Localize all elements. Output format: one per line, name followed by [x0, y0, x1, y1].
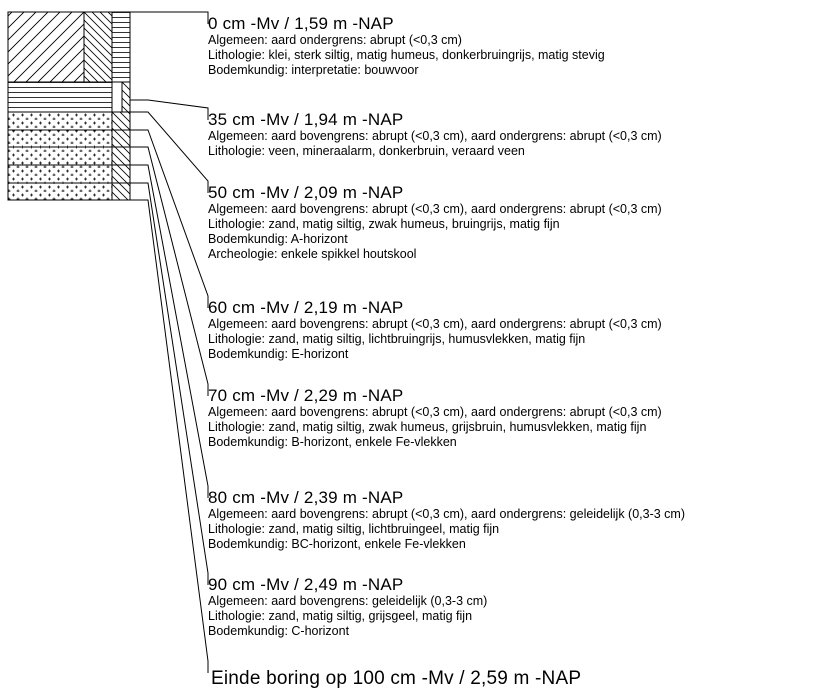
- connector-line: [130, 100, 208, 120]
- layer-depth-heading: 60 cm -Mv / 2,19 m -NAP: [208, 298, 833, 317]
- layer-sand-b: [8, 147, 130, 165]
- layer-depth-heading: 90 cm -Mv / 2,49 m -NAP: [208, 575, 833, 594]
- layer-lithology-line: Lithologie: zand, matig siltig, lichtbru…: [208, 332, 833, 347]
- connector-line: [130, 130, 208, 308]
- layer-general-line: Algemeen: aard bovengrens: abrupt (<0,3 …: [208, 317, 833, 332]
- layer-sand-c: [8, 183, 130, 200]
- connector-line: [130, 165, 208, 498]
- layer-sand-bc: [8, 165, 130, 183]
- layer-description: 70 cm -Mv / 2,29 m -NAP Algemeen: aard b…: [208, 386, 833, 450]
- layer-sand-e: [8, 130, 130, 147]
- layer-depth-heading: 80 cm -Mv / 2,39 m -NAP: [208, 488, 833, 507]
- layer-soil-line: Bodemkundig: E-horizont: [208, 347, 833, 362]
- layer-soil-line: Bodemkundig: C-horizont: [208, 624, 833, 639]
- connector-line: [130, 12, 208, 24]
- layer-description: 80 cm -Mv / 2,39 m -NAP Algemeen: aard b…: [208, 488, 833, 552]
- layer-description: 60 cm -Mv / 2,19 m -NAP Algemeen: aard b…: [208, 298, 833, 362]
- layer-general-line: Algemeen: aard bovengrens: abrupt (<0,3 …: [208, 405, 833, 420]
- layer-general-line: Algemeen: aard bovengrens: abrupt (<0,3 …: [208, 507, 833, 522]
- layer-general-line: Algemeen: aard bovengrens: abrupt (<0,3 …: [208, 202, 833, 217]
- layer-general-line: Algemeen: aard bovengrens: geleidelijk (…: [208, 594, 833, 609]
- layer-lithology-line: Lithologie: zand, matig siltig, lichtbru…: [208, 522, 833, 537]
- layer-clay: [8, 12, 130, 82]
- layer-lithology-line: Lithologie: zand, matig siltig, zwak hum…: [208, 420, 833, 435]
- layer-sand-a: [8, 112, 130, 130]
- connector-line: [130, 200, 208, 673]
- layer-lithology-line: Lithologie: zand, matig siltig, zwak hum…: [208, 217, 833, 232]
- connector-lines: [130, 12, 208, 673]
- layer-general-line: Algemeen: aard ondergrens: abrupt (<0,3 …: [208, 33, 833, 48]
- layer-depth-heading: 35 cm -Mv / 1,94 m -NAP: [208, 110, 833, 129]
- connector-line: [130, 183, 208, 585]
- end-of-boring-label: Einde boring op 100 cm -Mv / 2,59 m -NAP: [211, 668, 581, 690]
- layer-peat: [8, 82, 130, 112]
- layer-description: 35 cm -Mv / 1,94 m -NAP Algemeen: aard b…: [208, 110, 833, 159]
- layer-depth-heading: 70 cm -Mv / 2,29 m -NAP: [208, 386, 833, 405]
- layer-soil-line: Bodemkundig: interpretatie: bouwvoor: [208, 63, 833, 78]
- layer-depth-heading: 50 cm -Mv / 2,09 m -NAP: [208, 183, 833, 202]
- layer-description: 90 cm -Mv / 2,49 m -NAP Algemeen: aard b…: [208, 575, 833, 639]
- layer-lithology-line: Lithologie: zand, matig siltig, grijsgee…: [208, 609, 833, 624]
- layer-description: 50 cm -Mv / 2,09 m -NAP Algemeen: aard b…: [208, 183, 833, 262]
- layer-description: 0 cm -Mv / 1,59 m -NAP Algemeen: aard on…: [208, 14, 833, 78]
- layer-archaeology-line: Archeologie: enkele spikkel houtskool: [208, 247, 833, 262]
- layer-depth-heading: 0 cm -Mv / 1,59 m -NAP: [208, 14, 833, 33]
- layer-soil-line: Bodemkundig: B-horizont, enkele Fe-vlekk…: [208, 435, 833, 450]
- layer-general-line: Algemeen: aard bovengrens: abrupt (<0,3 …: [208, 129, 833, 144]
- connector-line: [130, 112, 208, 193]
- layer-soil-line: Bodemkundig: BC-horizont, enkele Fe-vlek…: [208, 537, 833, 552]
- layer-soil-line: Bodemkundig: A-horizont: [208, 232, 833, 247]
- layer-lithology-line: Lithologie: klei, sterk siltig, matig hu…: [208, 48, 833, 63]
- layer-lithology-line: Lithologie: veen, mineraalarm, donkerbru…: [208, 144, 833, 159]
